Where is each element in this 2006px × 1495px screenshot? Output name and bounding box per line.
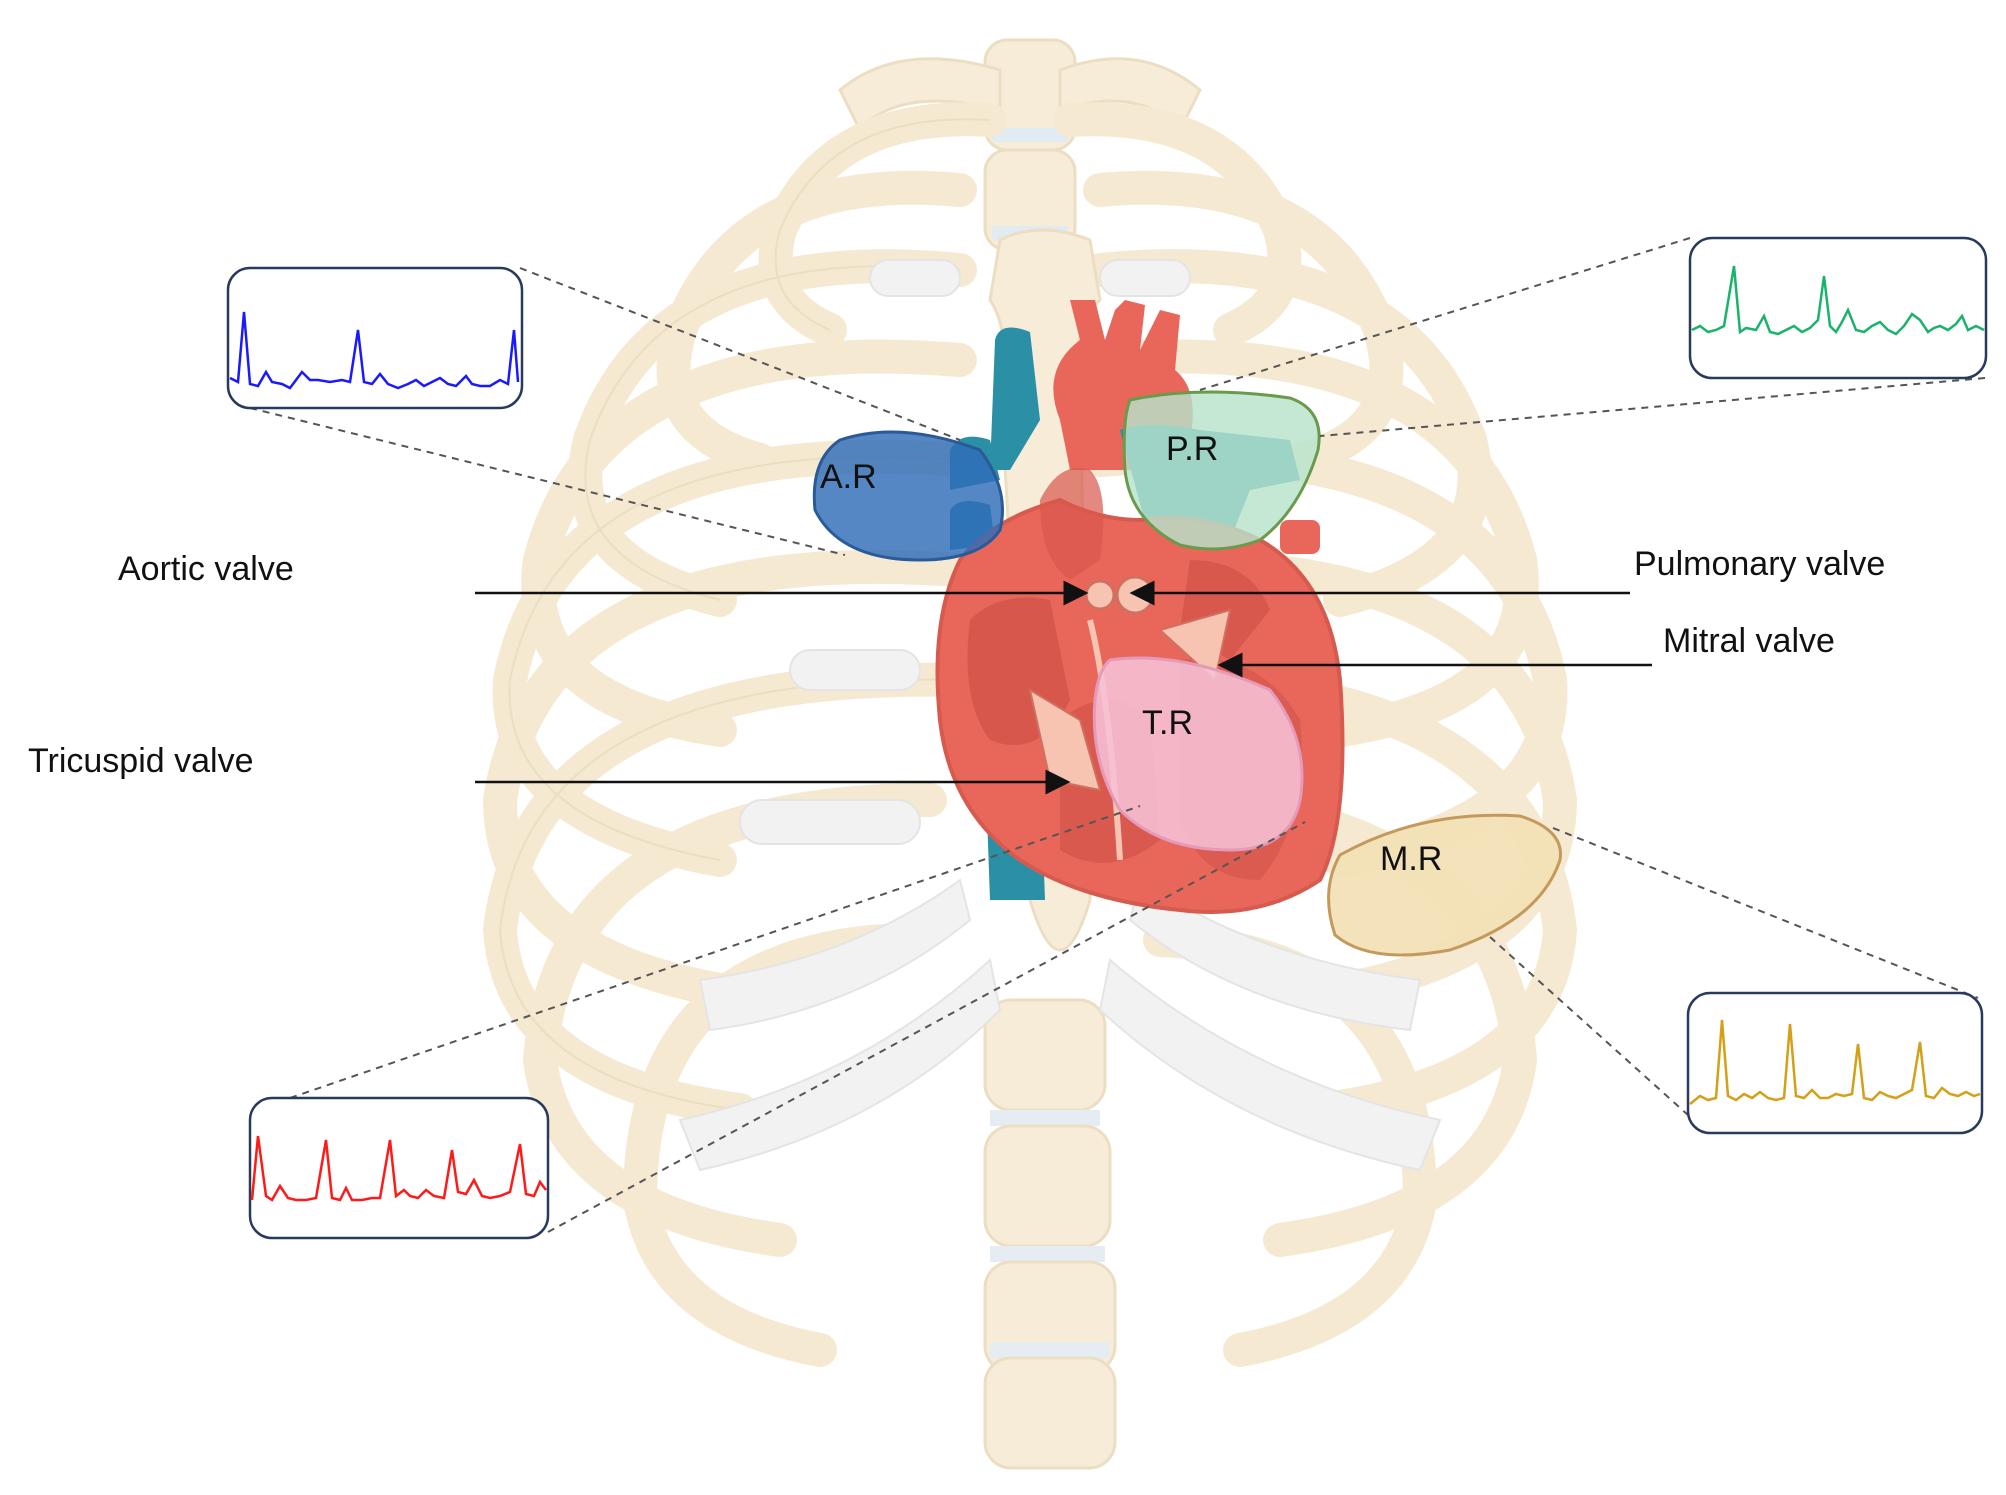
region-tr: T.R xyxy=(1092,656,1304,852)
pulmonic-region-shape xyxy=(1122,390,1321,551)
pulmonary-valve-label: Pulmonary valve xyxy=(1634,545,1885,583)
mitral-valve-label: Mitral valve xyxy=(1663,622,1835,660)
valve-annotations: Aortic valve Pulmonary valve Mitral valv… xyxy=(28,545,1885,795)
tricuspid-valve-shape xyxy=(1028,687,1102,792)
mitral-region-label: M.R xyxy=(1380,840,1442,878)
pr-waveform xyxy=(1691,265,1985,336)
mitral-region-shape xyxy=(1327,813,1562,957)
signal-box-pr xyxy=(1688,236,1988,380)
signal-box-tr xyxy=(248,1096,550,1240)
region-ar: A.R xyxy=(812,430,1004,562)
ar-waveform xyxy=(229,311,520,390)
tricuspid-valve-label: Tricuspid valve xyxy=(28,742,253,780)
tricuspid-region-label: T.R xyxy=(1142,704,1193,742)
signal-box-mr xyxy=(1686,991,1984,1135)
pulmonary-valve-shape xyxy=(1115,575,1155,615)
aortic-region-shape xyxy=(812,430,1004,562)
connector-lines xyxy=(249,237,1986,1233)
aortic-region-label: A.R xyxy=(820,458,877,496)
region-pr: P.R xyxy=(1122,390,1321,551)
left-ribs xyxy=(482,102,1007,1367)
mitral-valve-shape xyxy=(1157,608,1232,682)
left-ribs-outline xyxy=(498,118,991,1111)
signal-box-ar xyxy=(226,266,524,410)
tr-waveform xyxy=(250,1135,547,1202)
aortic-valve-label: Aortic valve xyxy=(118,550,294,588)
mr-waveform xyxy=(1689,1019,1981,1105)
tricuspid-region-shape xyxy=(1092,656,1304,852)
superior-vena-cava xyxy=(990,327,1040,470)
region-mr: M.R xyxy=(1327,813,1562,957)
aortic-valve-shape xyxy=(1084,579,1116,611)
pulmonic-region-label: P.R xyxy=(1166,430,1218,468)
spine xyxy=(983,38,1117,1470)
